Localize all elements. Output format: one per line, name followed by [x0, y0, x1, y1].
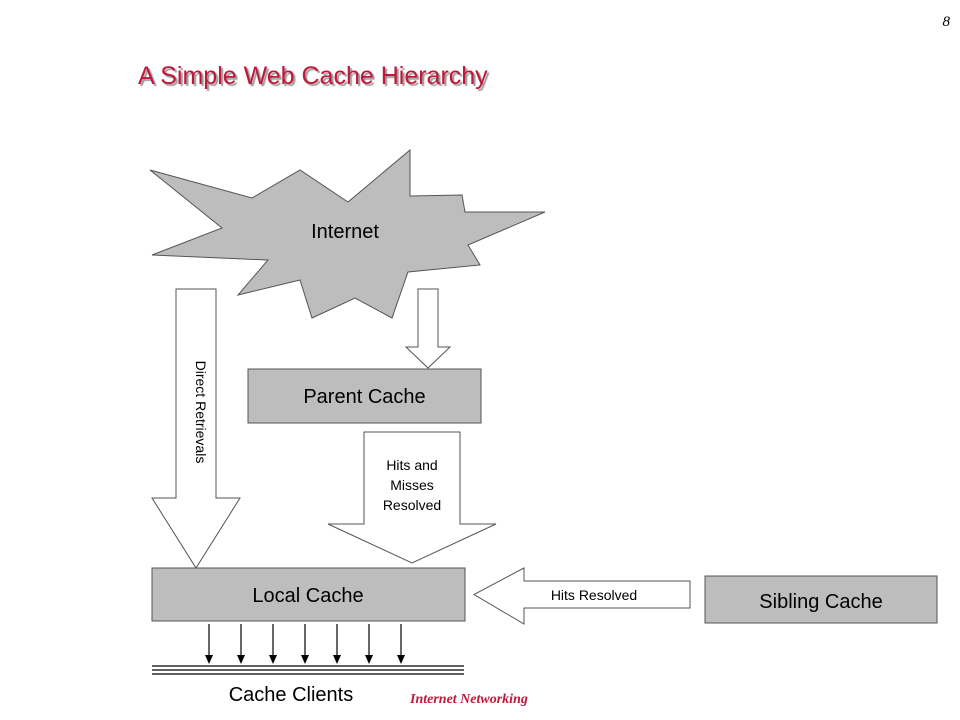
client-arrow	[301, 624, 309, 664]
client-arrow	[333, 624, 341, 664]
internet-to-parent-arrow	[404, 288, 452, 369]
client-arrow	[365, 624, 373, 664]
cache-clients-label: Cache Clients	[229, 684, 354, 706]
hits-and-misses-arrow	[327, 431, 497, 564]
client-arrow	[205, 624, 213, 664]
hits-and-misses-label-line3: Resolved	[383, 497, 441, 513]
slide-title: A Simple Web Cache Hierarchy	[138, 62, 488, 90]
client-bus	[152, 665, 464, 675]
parent-cache-label: Parent Cache	[303, 386, 425, 408]
direct-retrievals-arrow	[151, 288, 241, 569]
internet-label: Internet	[311, 221, 379, 243]
local-cache-box	[151, 567, 466, 622]
sibling-cache-box	[704, 575, 938, 624]
hits-resolved-arrow	[472, 567, 691, 625]
local-cache-label: Local Cache	[252, 585, 363, 607]
parent-cache-box	[247, 368, 482, 424]
internet-cloud	[149, 148, 546, 319]
client-arrows	[205, 624, 405, 664]
client-arrow	[237, 624, 245, 664]
sibling-cache-label: Sibling Cache	[759, 591, 882, 613]
hits-and-misses-label-line1: Hits and	[386, 457, 437, 473]
client-arrow	[269, 624, 277, 664]
hits-and-misses-label-line2: Misses	[390, 477, 434, 493]
page-number: 8	[942, 14, 951, 30]
hits-resolved-label: Hits Resolved	[551, 587, 637, 603]
direct-retrievals-label: Direct Retrievals	[193, 361, 209, 464]
footer-text: Internet Networking	[410, 692, 528, 707]
client-arrow	[397, 624, 405, 664]
